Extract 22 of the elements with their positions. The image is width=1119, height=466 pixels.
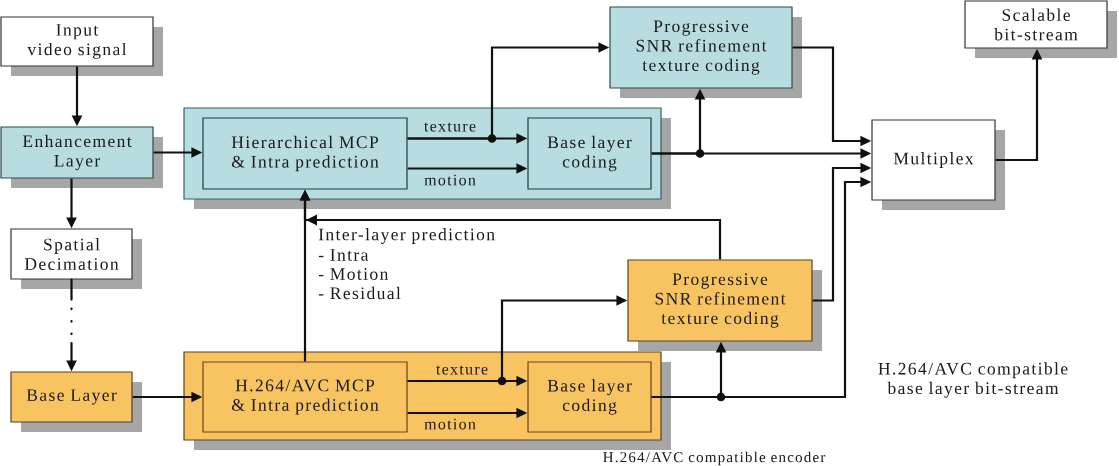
process-box: Enhancement Layer [0,126,163,188]
process-box: Progressive SNR refinement texture coding [609,6,802,98]
annotation-text: - Residual [318,286,401,300]
annotation-text: - Intra [318,249,369,261]
process-box: Progressive SNR refinement texture coding [627,259,822,351]
process-box: Multiplex [871,119,1005,210]
edge-label: motion [424,418,476,430]
caption-text: H.264/AVC compatible encoder [603,451,826,466]
process-box: Base Layer [10,371,142,432]
edge-label: texture [436,365,488,375]
process-box: Input video signal [0,16,163,76]
edge-label: texture [424,122,476,132]
edge-label: motion [424,174,476,186]
annotation-text: - Motion [318,268,389,280]
process-box: Base layer coding [527,361,652,433]
annotation-text: Inter-layer prediction [318,228,495,244]
process-box: Hierarchical MCP & Intra prediction [202,117,408,190]
process-box: Base layer coding [527,117,652,190]
process-box: H.264/AVC MCP & Intra prediction [202,361,408,433]
process-box: Spatial Decimation [10,228,142,289]
process-box: Scalable bit-stream [964,0,1117,58]
annotation-text: H.264/AVC compatible base layer bit-stream [878,362,1068,398]
